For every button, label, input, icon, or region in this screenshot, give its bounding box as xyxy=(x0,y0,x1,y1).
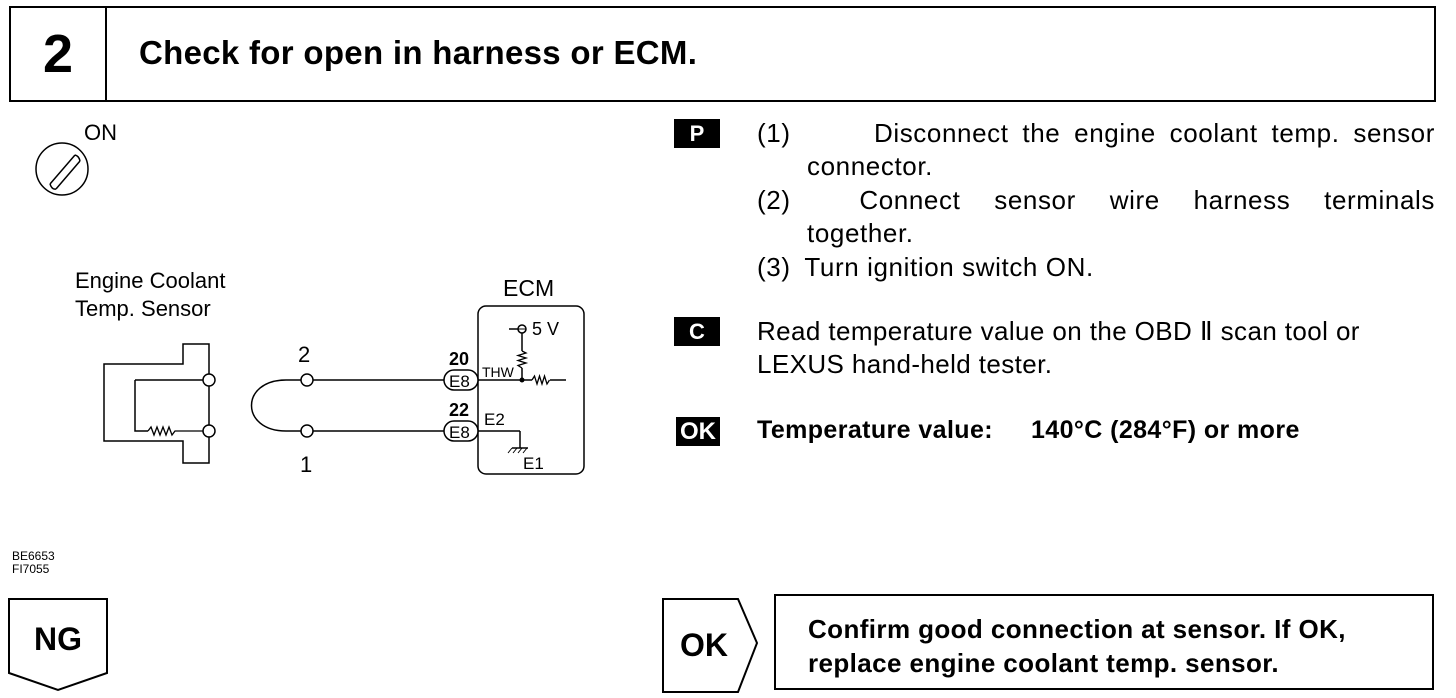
check-badge: C xyxy=(674,317,720,346)
thw-label: THW xyxy=(482,364,515,380)
ok-action-line1: Confirm good connection at sensor. If OK… xyxy=(808,614,1346,644)
ignition-key-icon xyxy=(35,142,89,196)
e2-label: E2 xyxy=(484,410,505,429)
supply-voltage-label: 5 V xyxy=(532,319,559,339)
step-1-number: (1) xyxy=(757,118,791,148)
terminal-1-label: 1 xyxy=(300,452,312,477)
figure-code: FI7055 xyxy=(12,562,50,576)
ecm-pullup-resistor-icon xyxy=(515,350,529,369)
step-1: (1) Disconnect the engine coolant temp. … xyxy=(757,117,1435,150)
procedure-badge: P xyxy=(674,119,720,148)
e1-label: E1 xyxy=(523,454,544,473)
step-1-text: Disconnect the engine coolant temp. sens… xyxy=(873,118,1435,148)
step-header: 2 Check for open in harness or ECM. xyxy=(9,6,1436,102)
check-instruction-line2: LEXUS hand-held tester. xyxy=(757,349,1053,379)
step-number: 2 xyxy=(42,24,74,84)
ok-result-box: OK xyxy=(662,598,759,693)
harness-jumper xyxy=(250,373,444,438)
step-3-text: Turn ignition switch ON. xyxy=(804,252,1094,282)
ignition-on-label: ON xyxy=(84,120,117,145)
ok-action-line2: replace engine coolant temp. sensor. xyxy=(808,648,1279,678)
ecm-resistor-h-icon xyxy=(531,373,551,387)
step-2-text-line2: together. xyxy=(807,218,914,248)
ok-criteria-badge: OK xyxy=(676,417,720,446)
ecm-thw-circuit xyxy=(478,324,566,387)
coolant-sensor-symbol xyxy=(103,343,216,464)
ecm-label: ECM xyxy=(503,275,554,301)
terminal-2-label: 2 xyxy=(298,342,310,367)
wiring-diagram: ON Engine Coolant Temp. Sensor 2 1 ECM E… xyxy=(35,120,585,477)
pin-20-label: 20 xyxy=(449,349,469,369)
connector-e8-e2-label: E8 xyxy=(449,423,470,442)
pin-22-label: 22 xyxy=(449,400,469,420)
ok-criteria: Temperature value: 140°C (284°F) or more xyxy=(757,416,1300,445)
ok-action-box: Confirm good connection at sensor. If OK… xyxy=(774,594,1434,690)
ecm-e2-ground-circuit xyxy=(478,430,528,454)
connector-e8-thw-label: E8 xyxy=(449,372,470,391)
ok-label: OK xyxy=(680,627,728,663)
step-2-text: Connect sensor wire harness terminals xyxy=(859,185,1435,215)
step-number-cell: 2 xyxy=(11,8,107,100)
step-3: (3) Turn ignition switch ON. xyxy=(757,251,1094,284)
figure-code: BE6653 xyxy=(12,549,55,563)
step-3-number: (3) xyxy=(757,252,791,282)
sensor-resistor-icon xyxy=(147,425,209,437)
sensor-label-line2: Temp. Sensor xyxy=(75,296,211,321)
ok-criteria-value: 140°C (284°F) or more xyxy=(1030,416,1300,444)
ok-action-text: Confirm good connection at sensor. If OK… xyxy=(808,612,1346,680)
step-2: (2) Connect sensor wire harness terminal… xyxy=(757,184,1435,217)
ecm-box xyxy=(477,305,585,475)
ng-label: NG xyxy=(34,621,82,657)
ng-result-box: NG xyxy=(8,598,108,692)
check-instruction-line1: Read temperature value on the OBD Ⅱ scan… xyxy=(757,316,1360,346)
step-title: Check for open in harness or ECM. xyxy=(139,34,698,71)
step-1-text-line2: connector. xyxy=(807,151,933,181)
figure-codes: BE6653 FI7055 xyxy=(12,550,55,576)
sensor-label-line1: Engine Coolant xyxy=(75,268,225,293)
step-2-number: (2) xyxy=(757,185,791,215)
ok-criteria-label: Temperature value: xyxy=(757,416,993,444)
